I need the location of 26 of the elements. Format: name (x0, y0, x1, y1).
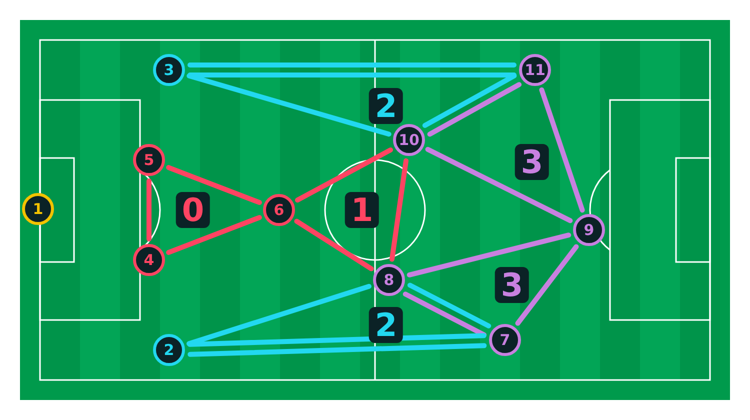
pass-line (406, 232, 572, 278)
pass-line (187, 333, 486, 347)
pass-line (294, 218, 374, 272)
pass-count-label: 1 (344, 192, 380, 228)
pass-count-label: 2 (368, 88, 404, 124)
pass-line (146, 178, 152, 242)
pass-line (427, 82, 522, 137)
pass-count-label: 0 (176, 192, 210, 228)
pass-line (402, 292, 487, 338)
pass-line (186, 73, 392, 137)
pass-line (295, 147, 393, 203)
pass-line (539, 87, 585, 213)
pass-line (186, 284, 372, 346)
pass-line (188, 62, 516, 68)
pass-line (166, 165, 262, 205)
pass-count-label: 2 (368, 307, 404, 343)
pass-line (188, 72, 516, 78)
pass-line (422, 73, 517, 128)
pass-line (188, 343, 487, 357)
pass-line (166, 215, 262, 255)
pass-line (407, 282, 492, 328)
pass-count-label: 3 (494, 267, 530, 303)
pass-line (389, 158, 409, 262)
pass-count-label: 3 (514, 144, 550, 180)
pass-line (515, 244, 579, 326)
pass-line (425, 146, 573, 224)
